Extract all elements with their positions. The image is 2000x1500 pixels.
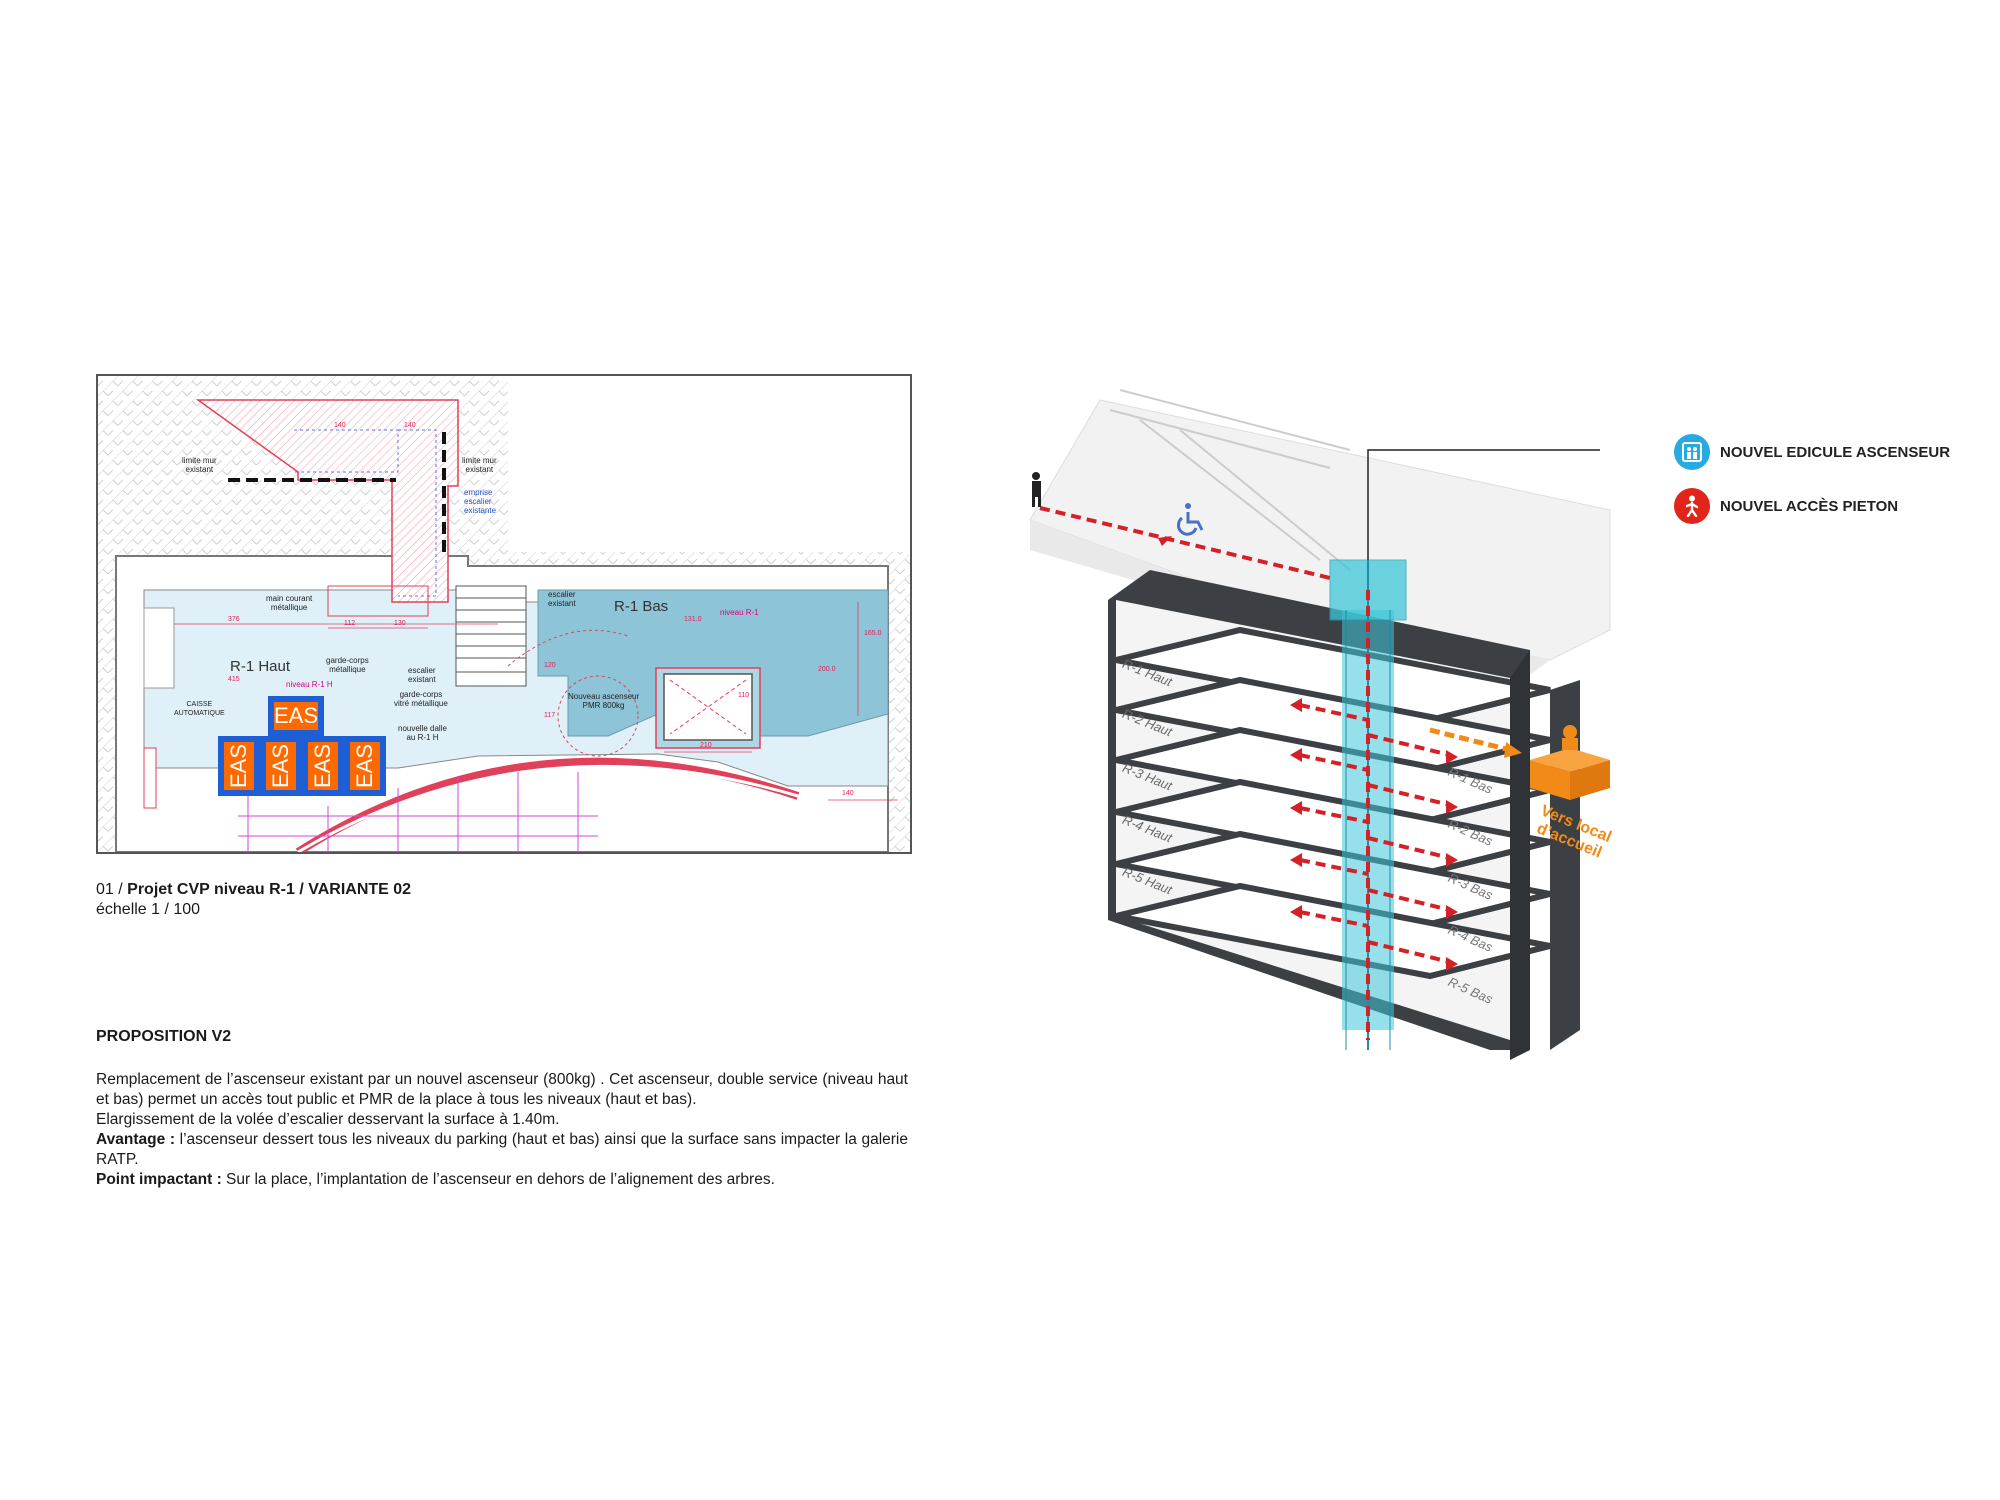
nouveau-ascenseur-label: Nouveau ascenseur PMR 800kg — [568, 692, 640, 710]
wheelchair-icon — [1177, 503, 1204, 536]
legend-label: NOUVEL EDICULE ASCENSEUR — [1720, 443, 1951, 461]
body-paragraph: Remplacement de l’ascenseur existant par… — [96, 1071, 908, 1108]
elevator-icon — [1674, 434, 1710, 470]
eas-unit: EAS — [344, 736, 386, 796]
dim-label: 117 — [544, 712, 556, 719]
point-label: Point impactant : — [96, 1171, 222, 1188]
nouvelle-dalle-label: nouvelle dalle au R-1 H — [398, 724, 447, 742]
eas-unit: EAS — [218, 736, 260, 796]
caption-prefix: 01 / — [96, 881, 128, 898]
caption-scale: échelle 1 / 100 — [96, 901, 201, 918]
avantage-label: Avantage : — [96, 1131, 175, 1148]
dim-label: 376 — [228, 616, 240, 623]
dim-label: 131.0 — [684, 616, 702, 623]
dim-label: 130 — [394, 620, 406, 627]
legend-label: NOUVEL ACCÈS PIETON — [1720, 497, 1899, 515]
legend-item-pedestrian: NOUVEL ACCÈS PIETON — [1674, 488, 1898, 524]
dim-label: 110 — [738, 692, 750, 699]
r1-bas-label: R-1 Bas — [614, 598, 669, 615]
avantage-paragraph: Avantage : l’ascenseur dessert tous les … — [96, 1130, 908, 1170]
main-courant-label: main courant métallique — [266, 594, 313, 612]
legend-item-elevator: NOUVEL EDICULE ASCENSEUR — [1674, 434, 1950, 470]
avantage-text: l’ascenseur dessert tous les niveaux du … — [96, 1131, 909, 1168]
plan-caption: 01 / Projet CVP niveau R-1 / VARIANTE 02… — [96, 880, 411, 920]
floor-plan-drawing — [98, 376, 910, 852]
garde-corps-vitre-label: garde-corps vitré métallique — [394, 690, 448, 708]
dim-label: 120 — [544, 662, 556, 669]
garde-corps-label: garde-corps métallique — [326, 656, 369, 674]
dim-label: 140 — [334, 422, 346, 429]
dim-label: 165.0 — [864, 630, 882, 637]
floor-plan: R-1 Haut R-1 Bas limite mur existant lim… — [96, 374, 912, 854]
dim-label: 112 — [344, 620, 356, 627]
point-paragraph: Point impactant : Sur la place, l’implan… — [96, 1170, 908, 1190]
pedestrian-icon — [1674, 488, 1710, 524]
body-paragraph: Elargissement de la volée d’escalier des… — [96, 1111, 560, 1128]
eas-unit: EAS — [302, 736, 344, 796]
eas-unit: EAS — [260, 736, 302, 796]
niveau-r1h-marker: niveau R-1 H — [286, 680, 333, 689]
caisse-label: CAISSE AUTOMATIQUE — [174, 701, 225, 717]
dim-label: 415 — [228, 676, 240, 683]
emprise-label: emprise escalier existante — [464, 488, 497, 515]
niveau-r1-marker: niveau R-1 — [720, 608, 759, 617]
eas-unit: EAS — [268, 696, 324, 736]
dim-label: 200.0 — [818, 666, 836, 673]
dim-label: 210 — [700, 742, 712, 749]
point-text: Sur la place, l’implantation de l’ascens… — [221, 1171, 775, 1188]
pedestrian-figure — [1032, 472, 1041, 507]
isometric-section — [1029, 389, 1611, 1060]
escalier-existant-top-label: escalier existant — [548, 590, 576, 608]
limite-mur-right-label: limite mur existant — [462, 456, 497, 474]
reception-desk-icon — [1530, 725, 1610, 800]
limite-mur-left-label: limite mur existant — [182, 456, 217, 474]
r1-haut-label: R-1 Haut — [230, 658, 291, 675]
dim-label: 140 — [404, 422, 416, 429]
dim-label: 140 — [842, 790, 854, 797]
proposition-body: Remplacement de l’ascenseur existant par… — [96, 1070, 908, 1190]
caption-title: Projet CVP niveau R-1 / VARIANTE 02 — [127, 881, 412, 898]
proposition-title: PROPOSITION V2 — [96, 1028, 232, 1045]
escalier-existant-label: escalier existant — [408, 666, 436, 684]
